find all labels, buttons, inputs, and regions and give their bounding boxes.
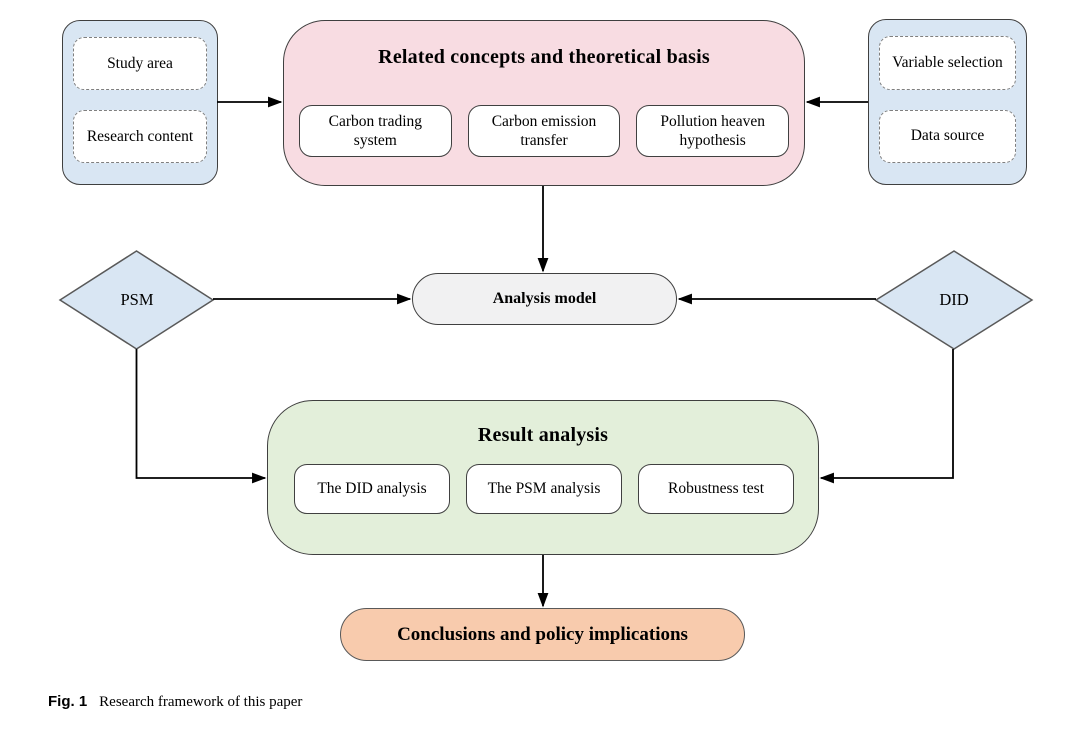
did-analysis-box: The DID analysis <box>294 464 450 514</box>
arrow-psm-to-result <box>135 349 267 484</box>
robustness-test-box: Robustness test <box>638 464 794 514</box>
psm-label: PSM <box>120 290 154 309</box>
analysis-model-node: Analysis model <box>412 273 677 325</box>
carbon-trading-system-box: Carbon trading system <box>299 105 452 157</box>
result-items-row: The DID analysis The PSM analysis Robust… <box>294 464 794 514</box>
research-content-box: Research content <box>73 110 207 163</box>
variable-selection-box: Variable selection <box>879 36 1016 90</box>
concepts-panel: Related concepts and theoretical basis C… <box>283 20 805 186</box>
pollution-heaven-hypothesis-label: Pollution heaven hypothesis <box>660 112 765 149</box>
arrow-did-to-result <box>819 349 954 484</box>
data-source-box: Data source <box>879 109 1016 163</box>
pollution-heaven-hypothesis-box: Pollution heaven hypothesis <box>636 105 790 157</box>
did-diamond: DID <box>909 288 999 312</box>
concepts-panel-title: Related concepts and theoretical basis <box>378 46 710 68</box>
psm-analysis-box: The PSM analysis <box>466 464 622 514</box>
result-panel: Result analysis The DID analysis The PSM… <box>267 400 819 555</box>
research-content-label: Research content <box>86 127 194 145</box>
did-analysis-label: The DID analysis <box>317 480 427 498</box>
result-panel-title: Result analysis <box>477 424 609 446</box>
conclusions-label: Conclusions and policy implications <box>397 623 688 645</box>
did-label: DID <box>939 290 969 309</box>
input-panel-left: Study area Research content <box>62 20 218 185</box>
figure-caption-number: Fig. 1 <box>48 693 88 710</box>
figure-caption-text: Research framework of this paper <box>99 694 303 710</box>
carbon-trading-system-label: Carbon trading system <box>328 112 423 149</box>
carbon-emission-transfer-label: Carbon emission transfer <box>491 112 597 149</box>
study-area-box: Study area <box>73 37 207 90</box>
psm-diamond: PSM <box>92 288 182 312</box>
analysis-model-label: Analysis model <box>492 290 597 307</box>
robustness-test-label: Robustness test <box>667 480 765 498</box>
carbon-emission-transfer-box: Carbon emission transfer <box>467 105 621 157</box>
variable-selection-label: Variable selection <box>892 53 1003 71</box>
conclusions-node: Conclusions and policy implications <box>340 608 745 661</box>
figure-caption: Fig. 1 Research framework of this paper <box>48 693 302 711</box>
input-panel-right: Variable selection Data source <box>868 19 1027 185</box>
data-source-label: Data source <box>910 127 985 145</box>
concepts-items-row: Carbon trading system Carbon emission tr… <box>299 105 790 157</box>
psm-analysis-label: The PSM analysis <box>487 480 601 498</box>
study-area-label: Study area <box>107 54 173 72</box>
